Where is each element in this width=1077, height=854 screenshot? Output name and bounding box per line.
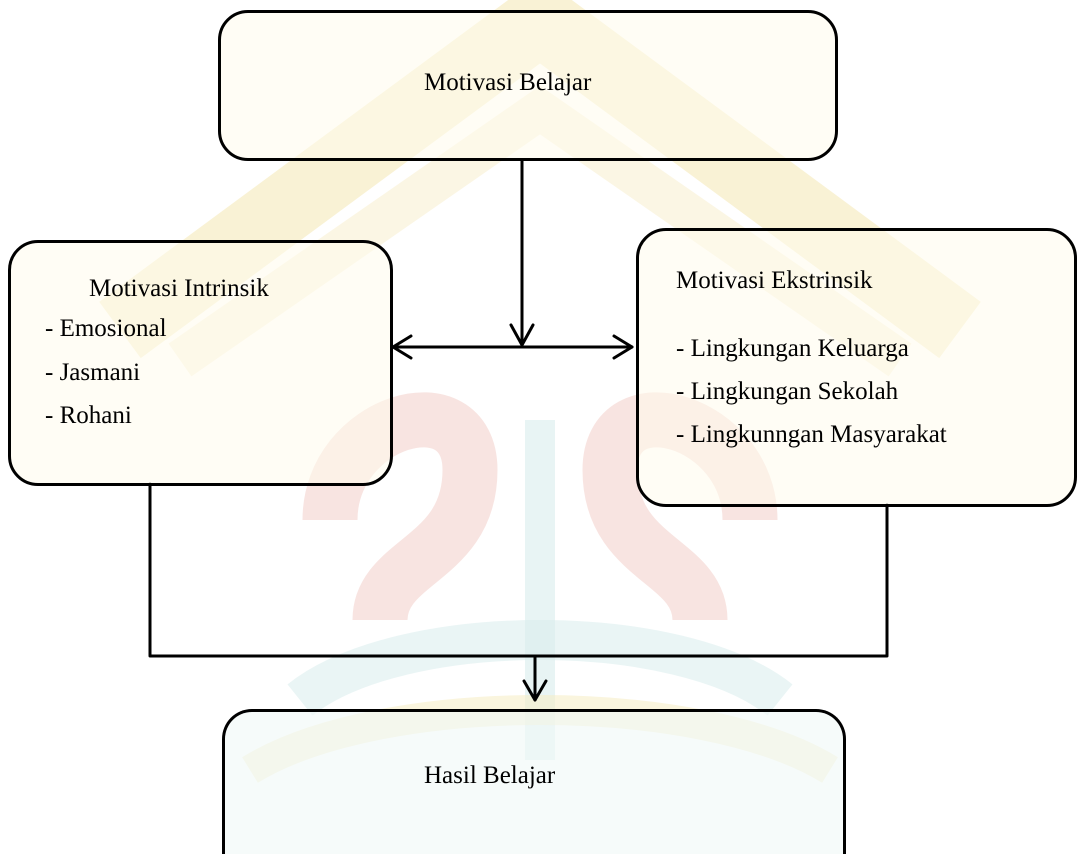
ekstrinsik-item-2: - Lingkungan Sekolah bbox=[676, 378, 899, 405]
motivasi-belajar-box: Motivasi Belajar bbox=[218, 10, 838, 161]
intrinsik-item-1: - Emosional bbox=[45, 315, 167, 342]
motivasi-intrinsik-title: Motivasi Intrinsik bbox=[89, 275, 269, 302]
motivasi-intrinsik-box: Motivasi Intrinsik - Emosional - Jasmani… bbox=[8, 240, 393, 486]
arrowhead-result bbox=[522, 679, 548, 702]
motivasi-belajar-title: Motivasi Belajar bbox=[424, 69, 592, 96]
hasil-belajar-title: Hasil Belajar bbox=[424, 762, 556, 789]
arrowhead-left bbox=[391, 334, 413, 360]
intrinsik-item-2: - Jasmani bbox=[45, 359, 141, 386]
arrowhead-junction bbox=[509, 323, 535, 347]
arrowhead-right bbox=[612, 334, 634, 360]
ekstrinsik-item-3: - Lingkunngan Masyarakat bbox=[676, 421, 947, 448]
motivasi-ekstrinsik-box: Motivasi Ekstrinsik - Lingkungan Keluarg… bbox=[636, 228, 1077, 507]
ekstrinsik-item-1: - Lingkungan Keluarga bbox=[676, 335, 909, 362]
intrinsik-item-3: - Rohani bbox=[45, 402, 132, 429]
motivasi-ekstrinsik-title: Motivasi Ekstrinsik bbox=[676, 267, 873, 294]
merge-line bbox=[148, 482, 889, 658]
hasil-belajar-box: Hasil Belajar bbox=[222, 709, 846, 854]
